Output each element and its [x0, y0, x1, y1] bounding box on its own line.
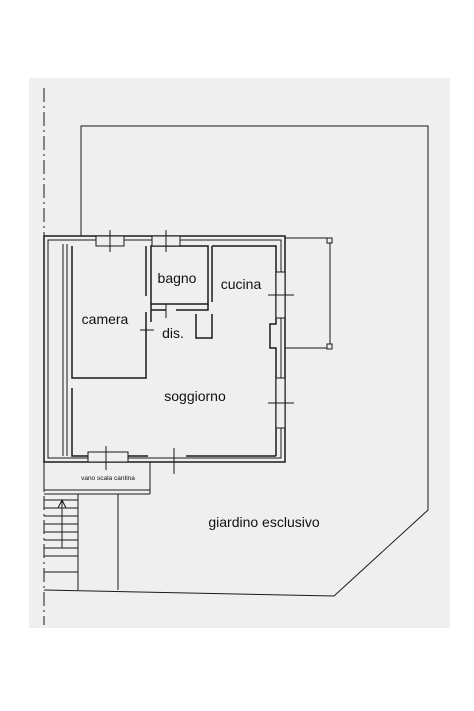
disimpegno-walls [151, 304, 213, 339]
camera-walls [71, 246, 147, 379]
drawing-sheet [29, 78, 450, 628]
room-label-dis: dis. [162, 325, 184, 341]
room-label-bagno: bagno [158, 270, 197, 286]
cucina-walls [211, 245, 277, 456]
window-marks [105, 230, 294, 474]
garden-boundary [43, 125, 429, 597]
room-label-vano-scala-cantina: vano scala cantina [81, 475, 135, 482]
room-label-soggiorno: soggiorno [164, 388, 226, 404]
room-label-cucina: cucina [221, 276, 262, 292]
west-wing-walls [62, 244, 68, 456]
room-label-camera: camera [82, 311, 129, 327]
staircase [44, 494, 119, 590]
terrace-outline [285, 237, 333, 350]
cellar-stair-area [43, 461, 151, 495]
room-label-giardino: giardino esclusivo [208, 514, 319, 530]
